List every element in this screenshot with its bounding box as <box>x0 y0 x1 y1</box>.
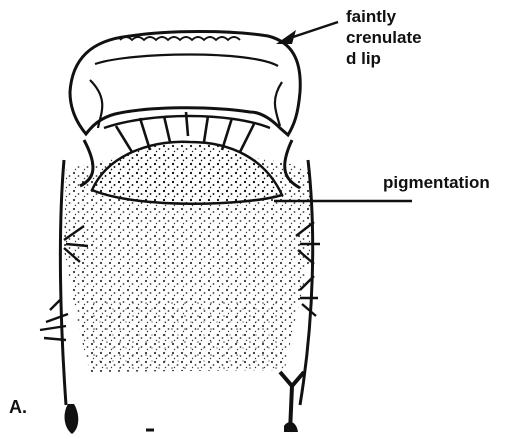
pigmented-dome <box>92 142 282 204</box>
lip-label-line-3: d lip <box>346 48 422 69</box>
lip-label-line-1: faintly <box>346 6 422 27</box>
lip-label: faintly crenulate d lip <box>346 6 422 69</box>
upper-lip-hood <box>70 32 300 136</box>
lower-body-faint-region <box>90 300 285 372</box>
right-proleg-tip <box>284 422 298 432</box>
left-proleg <box>65 404 79 434</box>
panel-label: A. <box>9 397 27 418</box>
lip-arrow-head <box>276 30 296 44</box>
pigmentation-label: pigmentation <box>383 172 490 193</box>
lip-label-line-2: crenulate <box>346 27 422 48</box>
